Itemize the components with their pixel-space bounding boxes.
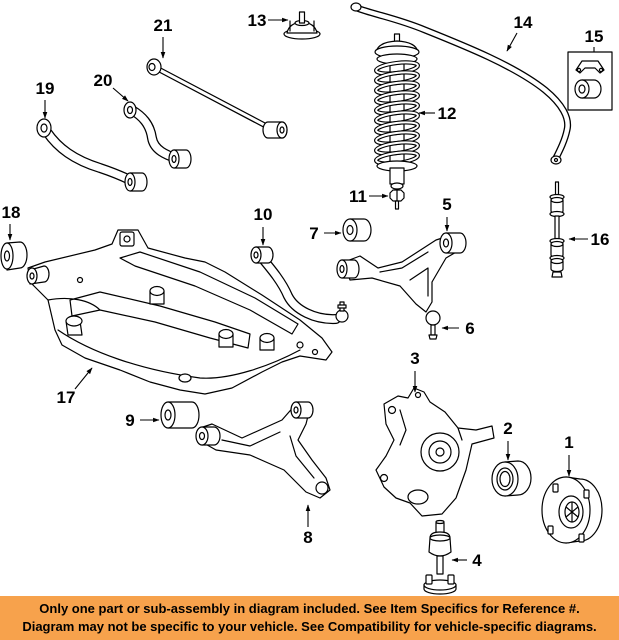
callout-21: 21: [154, 16, 173, 35]
part-14-stabilizer-bar: [350, 2, 572, 165]
callout-20: 20: [94, 71, 113, 90]
part-13-strut-mount: [283, 11, 321, 40]
callout-4: 4: [472, 551, 482, 570]
callout-17: 17: [57, 388, 76, 407]
part-5-upper-control-arm: [336, 232, 467, 313]
part-1-wheel-hub: [541, 476, 603, 544]
callout-12: 12: [438, 104, 457, 123]
leader-20: [112, 87, 129, 102]
part-15-bushing-and-bracket: [567, 51, 613, 111]
callout-8: 8: [303, 528, 312, 547]
callout-numbers: 1 2 3 4 5 6 7 8 9 10 11 12 13 14 15 16 1…: [2, 11, 610, 570]
callout-1: 1: [564, 433, 573, 452]
callout-13: 13: [248, 11, 267, 30]
leader-17: [74, 367, 93, 390]
disclaimer-line-1: Only one part or sub-assembly in diagram…: [39, 601, 580, 616]
part-10-arm: [250, 246, 349, 325]
part-17-subframe: [26, 229, 333, 395]
part-21-rod: [146, 58, 288, 139]
part-2-wheel-bearing: [491, 460, 532, 497]
callout-15: 15: [585, 27, 604, 46]
part-8-lower-control-arm: [195, 401, 331, 499]
callout-3: 3: [410, 349, 419, 368]
part-7-bushing: [342, 218, 372, 242]
callout-9: 9: [125, 411, 134, 430]
suspension-parts-diagram: 1 2 3 4 5 6 7 8 9 10 11 12 13 14 15 16 1…: [0, 2, 613, 595]
callout-16: 16: [591, 230, 610, 249]
part-16-stabilizer-link: [549, 181, 565, 278]
part-11-nut: [389, 189, 405, 210]
callout-2: 2: [503, 419, 512, 438]
part-12-coil-spring-strut: [374, 33, 420, 190]
part-19-arm: [36, 118, 148, 192]
part-9-bushing: [160, 401, 200, 429]
part-18-bushing: [0, 241, 28, 271]
callout-18: 18: [2, 203, 21, 222]
callout-leader-lines: [7, 17, 595, 563]
callout-7: 7: [309, 224, 318, 243]
callout-19: 19: [36, 79, 55, 98]
part-4-ball-joint: [423, 519, 457, 595]
part-6-ball-joint: [425, 310, 441, 340]
part-3-steering-knuckle: [375, 387, 495, 517]
callout-10: 10: [254, 205, 273, 224]
part-20-arm: [123, 101, 192, 169]
callout-5: 5: [442, 195, 451, 214]
disclaimer-banner: Only one part or sub-assembly in diagram…: [0, 596, 619, 640]
callout-6: 6: [465, 319, 474, 338]
callout-14: 14: [514, 13, 533, 32]
callout-11: 11: [349, 187, 367, 206]
disclaimer-line-2: Diagram may not be specific to your vehi…: [22, 619, 597, 634]
leader-14: [506, 32, 518, 52]
